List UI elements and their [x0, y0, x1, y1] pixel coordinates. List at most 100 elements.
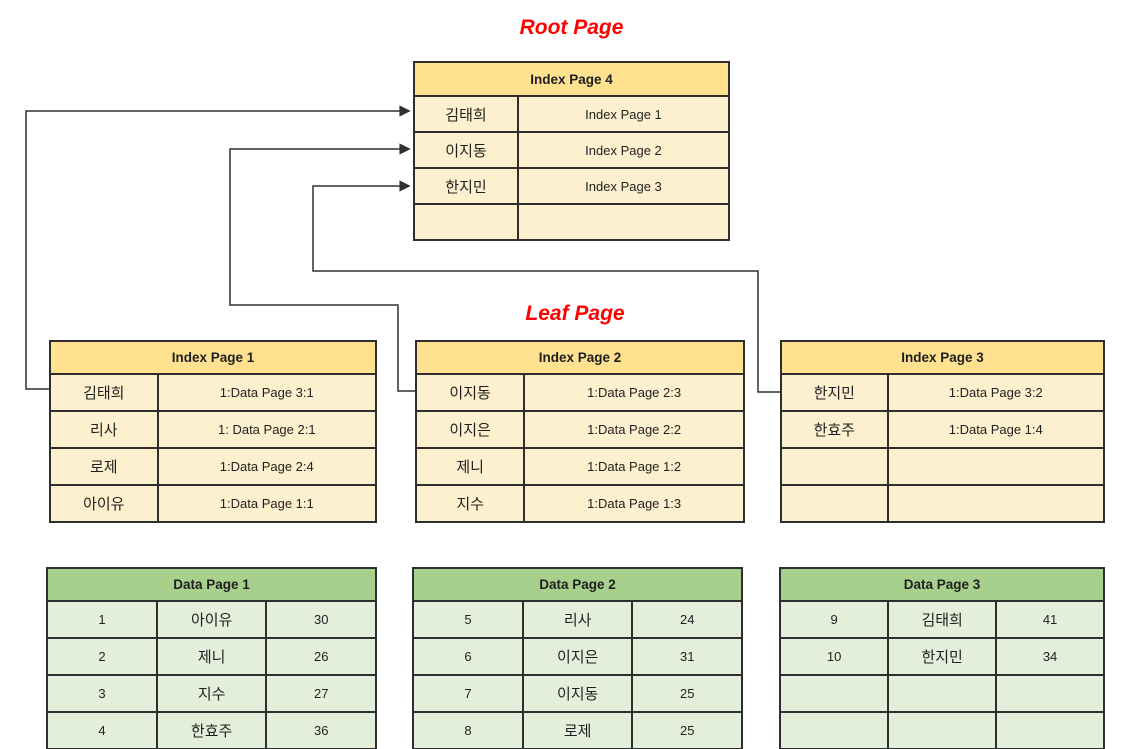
table-cell: 지수 — [414, 484, 526, 523]
table-cell: 한효주 — [155, 711, 268, 749]
table-row — [778, 674, 1105, 713]
table-cell: 리사 — [49, 410, 159, 449]
table-cell: 1:Data Page 1:3 — [523, 484, 745, 523]
table-cell: 1:Data Page 1:1 — [156, 484, 378, 523]
table-cell: 제니 — [155, 637, 268, 676]
table-cell — [995, 711, 1105, 749]
table-cell: 1:Data Page 3:2 — [886, 373, 1106, 412]
table-cell: 1:Data Page 1:4 — [886, 410, 1106, 449]
table-cell — [780, 484, 889, 523]
table-cell — [886, 484, 1106, 523]
table-cell: 7 — [412, 674, 524, 713]
table-cell: 41 — [995, 600, 1105, 639]
table-cell: 1:Data Page 2:3 — [523, 373, 745, 412]
table-header-row: Index Page 3 — [780, 340, 1105, 375]
table-cell: 이지은 — [414, 410, 526, 449]
table-cell: 4 — [46, 711, 158, 749]
table-cell — [887, 674, 998, 713]
table-header-row: Data Page 2 — [412, 567, 743, 602]
table-row — [780, 484, 1106, 523]
table-cell: 1: Data Page 2:1 — [156, 410, 378, 449]
table-title-data-page-2: Data Page 2 — [412, 567, 743, 602]
table-cell: 한지민 — [887, 637, 998, 676]
table-cell: 아이유 — [49, 484, 159, 523]
table-cell: 리사 — [521, 600, 634, 639]
table-cell — [516, 203, 731, 241]
table-cell: 1:Data Page 2:4 — [156, 447, 378, 486]
table-cell: 30 — [265, 600, 377, 639]
table-cell: 1:Data Page 3:1 — [156, 373, 378, 412]
table-cell: 27 — [265, 674, 377, 713]
table-title-data-page-3: Data Page 3 — [779, 567, 1105, 602]
table-cell: Index Page 3 — [516, 167, 731, 205]
table-cell: 9 — [778, 600, 890, 639]
table-row — [778, 711, 1105, 749]
table-cell — [780, 447, 889, 486]
table-cell: 이지동 — [414, 373, 526, 412]
table-cell: 지수 — [155, 674, 268, 713]
table-cell: Index Page 1 — [516, 95, 731, 133]
table-cell: 3 — [46, 674, 158, 713]
table-title-index-page-1: Index Page 1 — [49, 340, 377, 375]
table-cell — [778, 674, 890, 713]
leaf-page-title: Leaf Page — [525, 302, 625, 325]
table-cell: 로제 — [49, 447, 159, 486]
table-cell: 2 — [46, 637, 158, 676]
table-title-index-page-3: Index Page 3 — [780, 340, 1105, 375]
table-cell: 1 — [46, 600, 158, 639]
table-cell — [995, 674, 1105, 713]
table-cell: 김태희 — [49, 373, 159, 412]
table-cell: Index Page 2 — [516, 131, 731, 169]
table-cell: 31 — [631, 637, 743, 676]
table-cell: 10 — [778, 637, 890, 676]
table-cell: 36 — [265, 711, 377, 749]
table-title-index-page-2: Index Page 2 — [415, 340, 745, 375]
table-cell: 1:Data Page 2:2 — [523, 410, 745, 449]
table-cell: 24 — [631, 600, 743, 639]
table-cell — [886, 447, 1106, 486]
table-cell — [778, 711, 890, 749]
table-cell: 5 — [412, 600, 524, 639]
table-cell — [413, 203, 519, 241]
table-cell: 제니 — [414, 447, 526, 486]
table-header-row: Data Page 3 — [779, 567, 1105, 602]
table-cell: 한효주 — [780, 410, 889, 449]
table-title-index-page-4: Index Page 4 — [413, 61, 730, 97]
table-cell — [887, 711, 998, 749]
table-header-row: Index Page 4 — [413, 61, 730, 97]
table-row — [780, 447, 1106, 486]
table-cell: 김태희 — [413, 95, 519, 133]
table-cell: 6 — [412, 637, 524, 676]
table-cell: 34 — [995, 637, 1105, 676]
table-cell: 한지민 — [780, 373, 889, 412]
root-page-title: Root Page — [519, 16, 624, 39]
table-header-row: Data Page 1 — [46, 567, 377, 602]
table-cell: 26 — [265, 637, 377, 676]
table-cell: 이지동 — [413, 131, 519, 169]
table-cell: 8 — [412, 711, 524, 749]
